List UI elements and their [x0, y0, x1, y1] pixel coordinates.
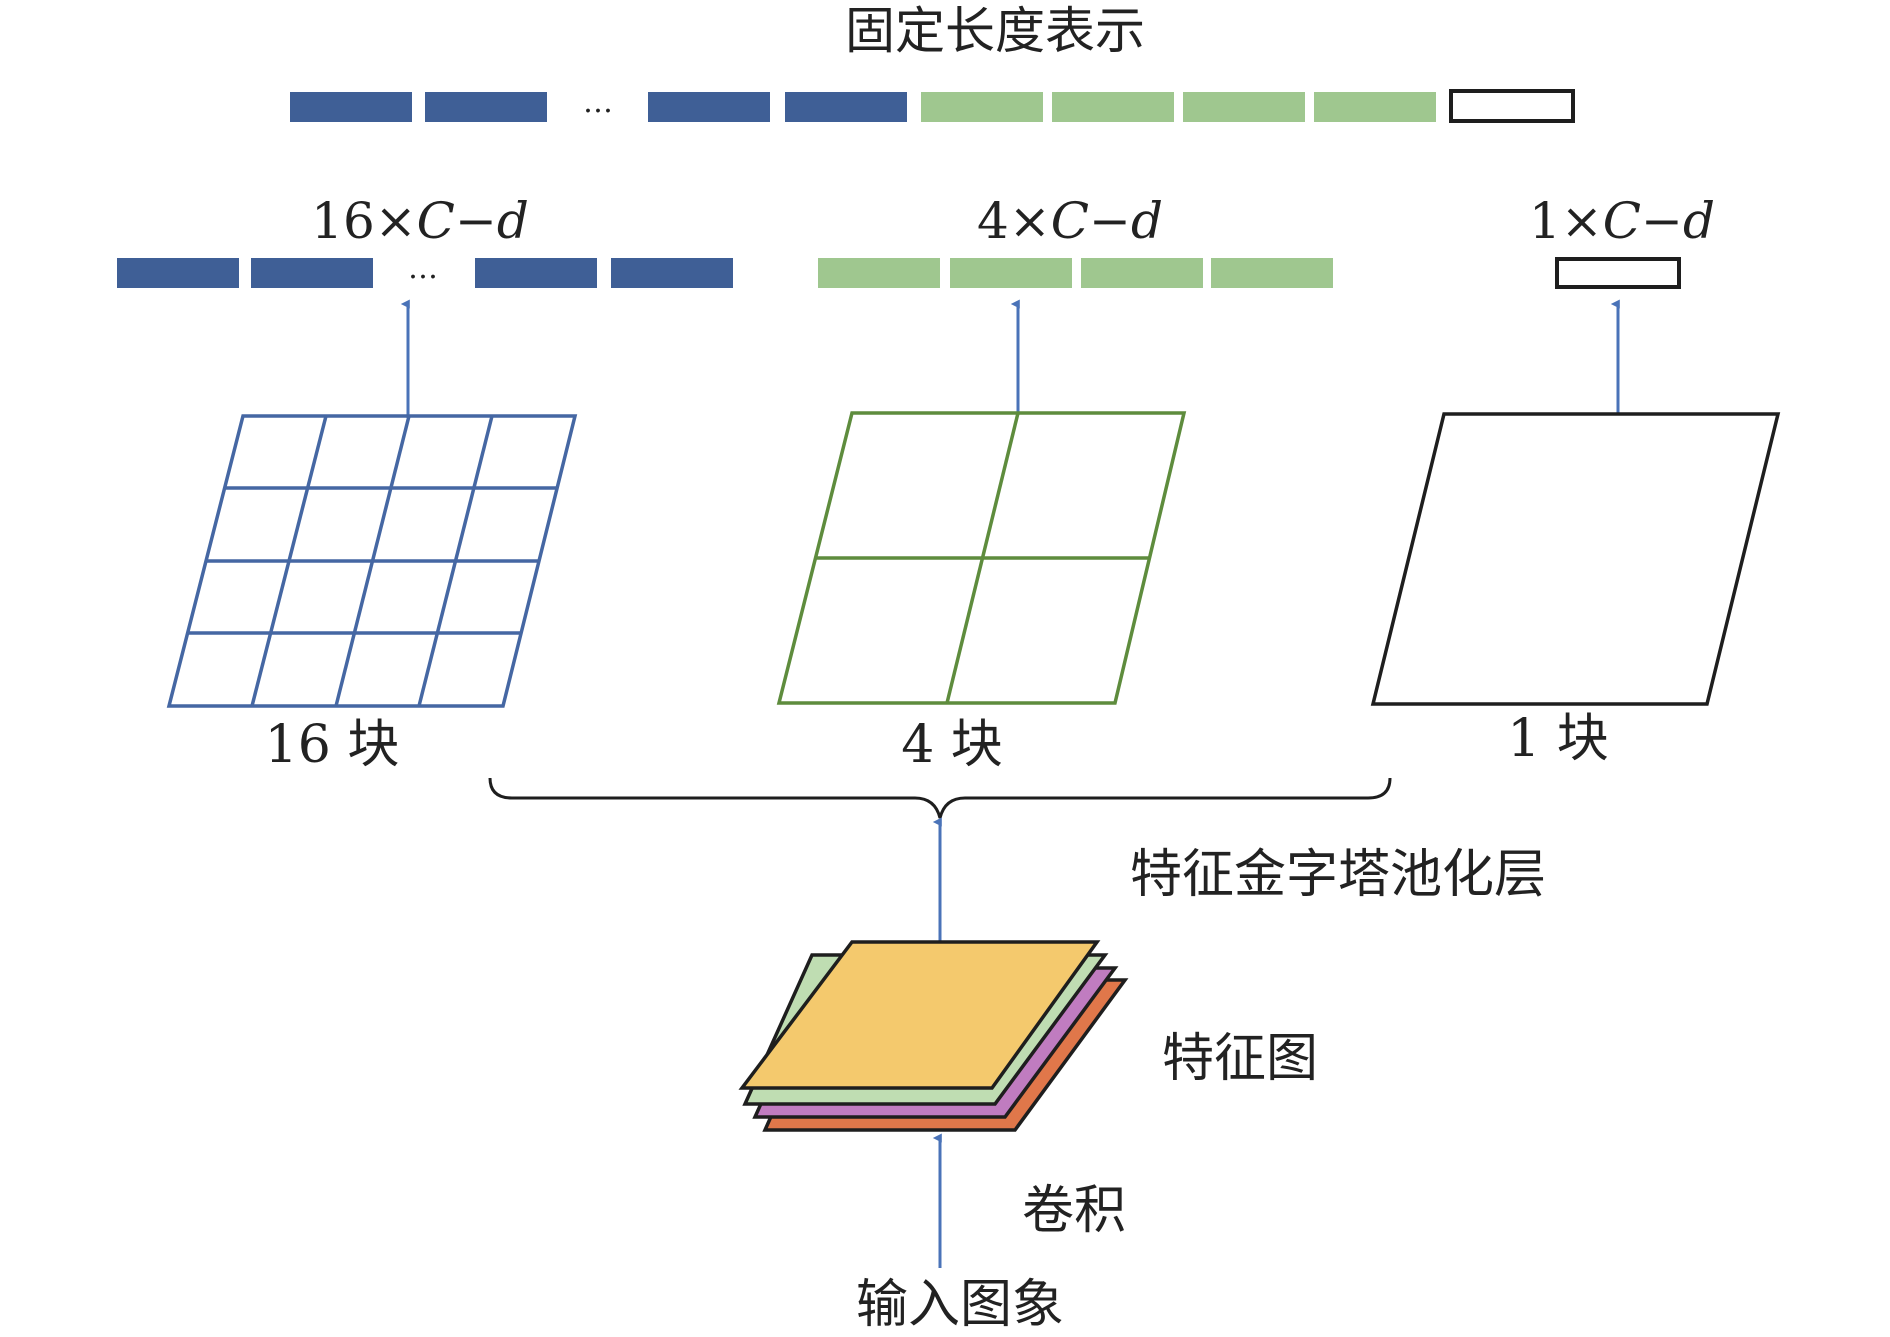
ellipsis: … [408, 251, 438, 286]
vector-block-green [1314, 92, 1436, 122]
grid-4-outline [776, 411, 1187, 705]
vector-1-block-empty [1555, 257, 1681, 289]
vector-block-green [950, 258, 1072, 288]
label-16xcd: 16×C−d [311, 192, 529, 250]
fixed-length-vector: … [290, 85, 1575, 123]
vector-block-blue [251, 258, 373, 288]
label-1-block: 1 块 [1507, 709, 1609, 769]
vector-block-green [1081, 258, 1203, 288]
vector-block-blue [785, 92, 907, 122]
label-16-blocks: 16 块 [265, 715, 400, 775]
title-fixed-length: 固定长度表示 [845, 2, 1145, 60]
label-4-blocks: 4 块 [901, 715, 1003, 775]
vector-block-green [1183, 92, 1305, 122]
vector-4 [818, 258, 1333, 288]
vector-16: … [117, 251, 733, 288]
vector-block-green [1052, 92, 1174, 122]
curly-brace [488, 777, 1392, 819]
vector-block-green [818, 258, 940, 288]
label-4xcd: 4×C−d [977, 192, 1163, 250]
grid-16-blocks [166, 414, 578, 708]
vector-block-blue [290, 92, 412, 122]
grid-4-blocks [776, 411, 1187, 705]
feature-layer-yellow [738, 940, 1101, 1090]
ellipsis: … [583, 85, 613, 120]
vector-block-green [921, 92, 1043, 122]
vector-block-blue [117, 258, 239, 288]
feature-map-label: 特征图 [1162, 1029, 1318, 1089]
grid-1-block [1370, 412, 1781, 706]
vector-block-blue [475, 258, 597, 288]
input-image-label: 输入图象 [856, 1275, 1064, 1335]
grid-16-outline [166, 414, 578, 708]
feature-map-stack [738, 940, 1129, 1132]
vector-block-blue [648, 92, 770, 122]
vector-block-empty [1449, 89, 1575, 123]
vector-block-blue [611, 258, 733, 288]
pooling-layer-label: 特征金字塔池化层 [1130, 845, 1546, 905]
vector-block-blue [425, 92, 547, 122]
conv-label: 卷积 [1022, 1181, 1126, 1241]
label-1xcd: 1×C−d [1529, 192, 1715, 250]
vector-block-green [1211, 258, 1333, 288]
